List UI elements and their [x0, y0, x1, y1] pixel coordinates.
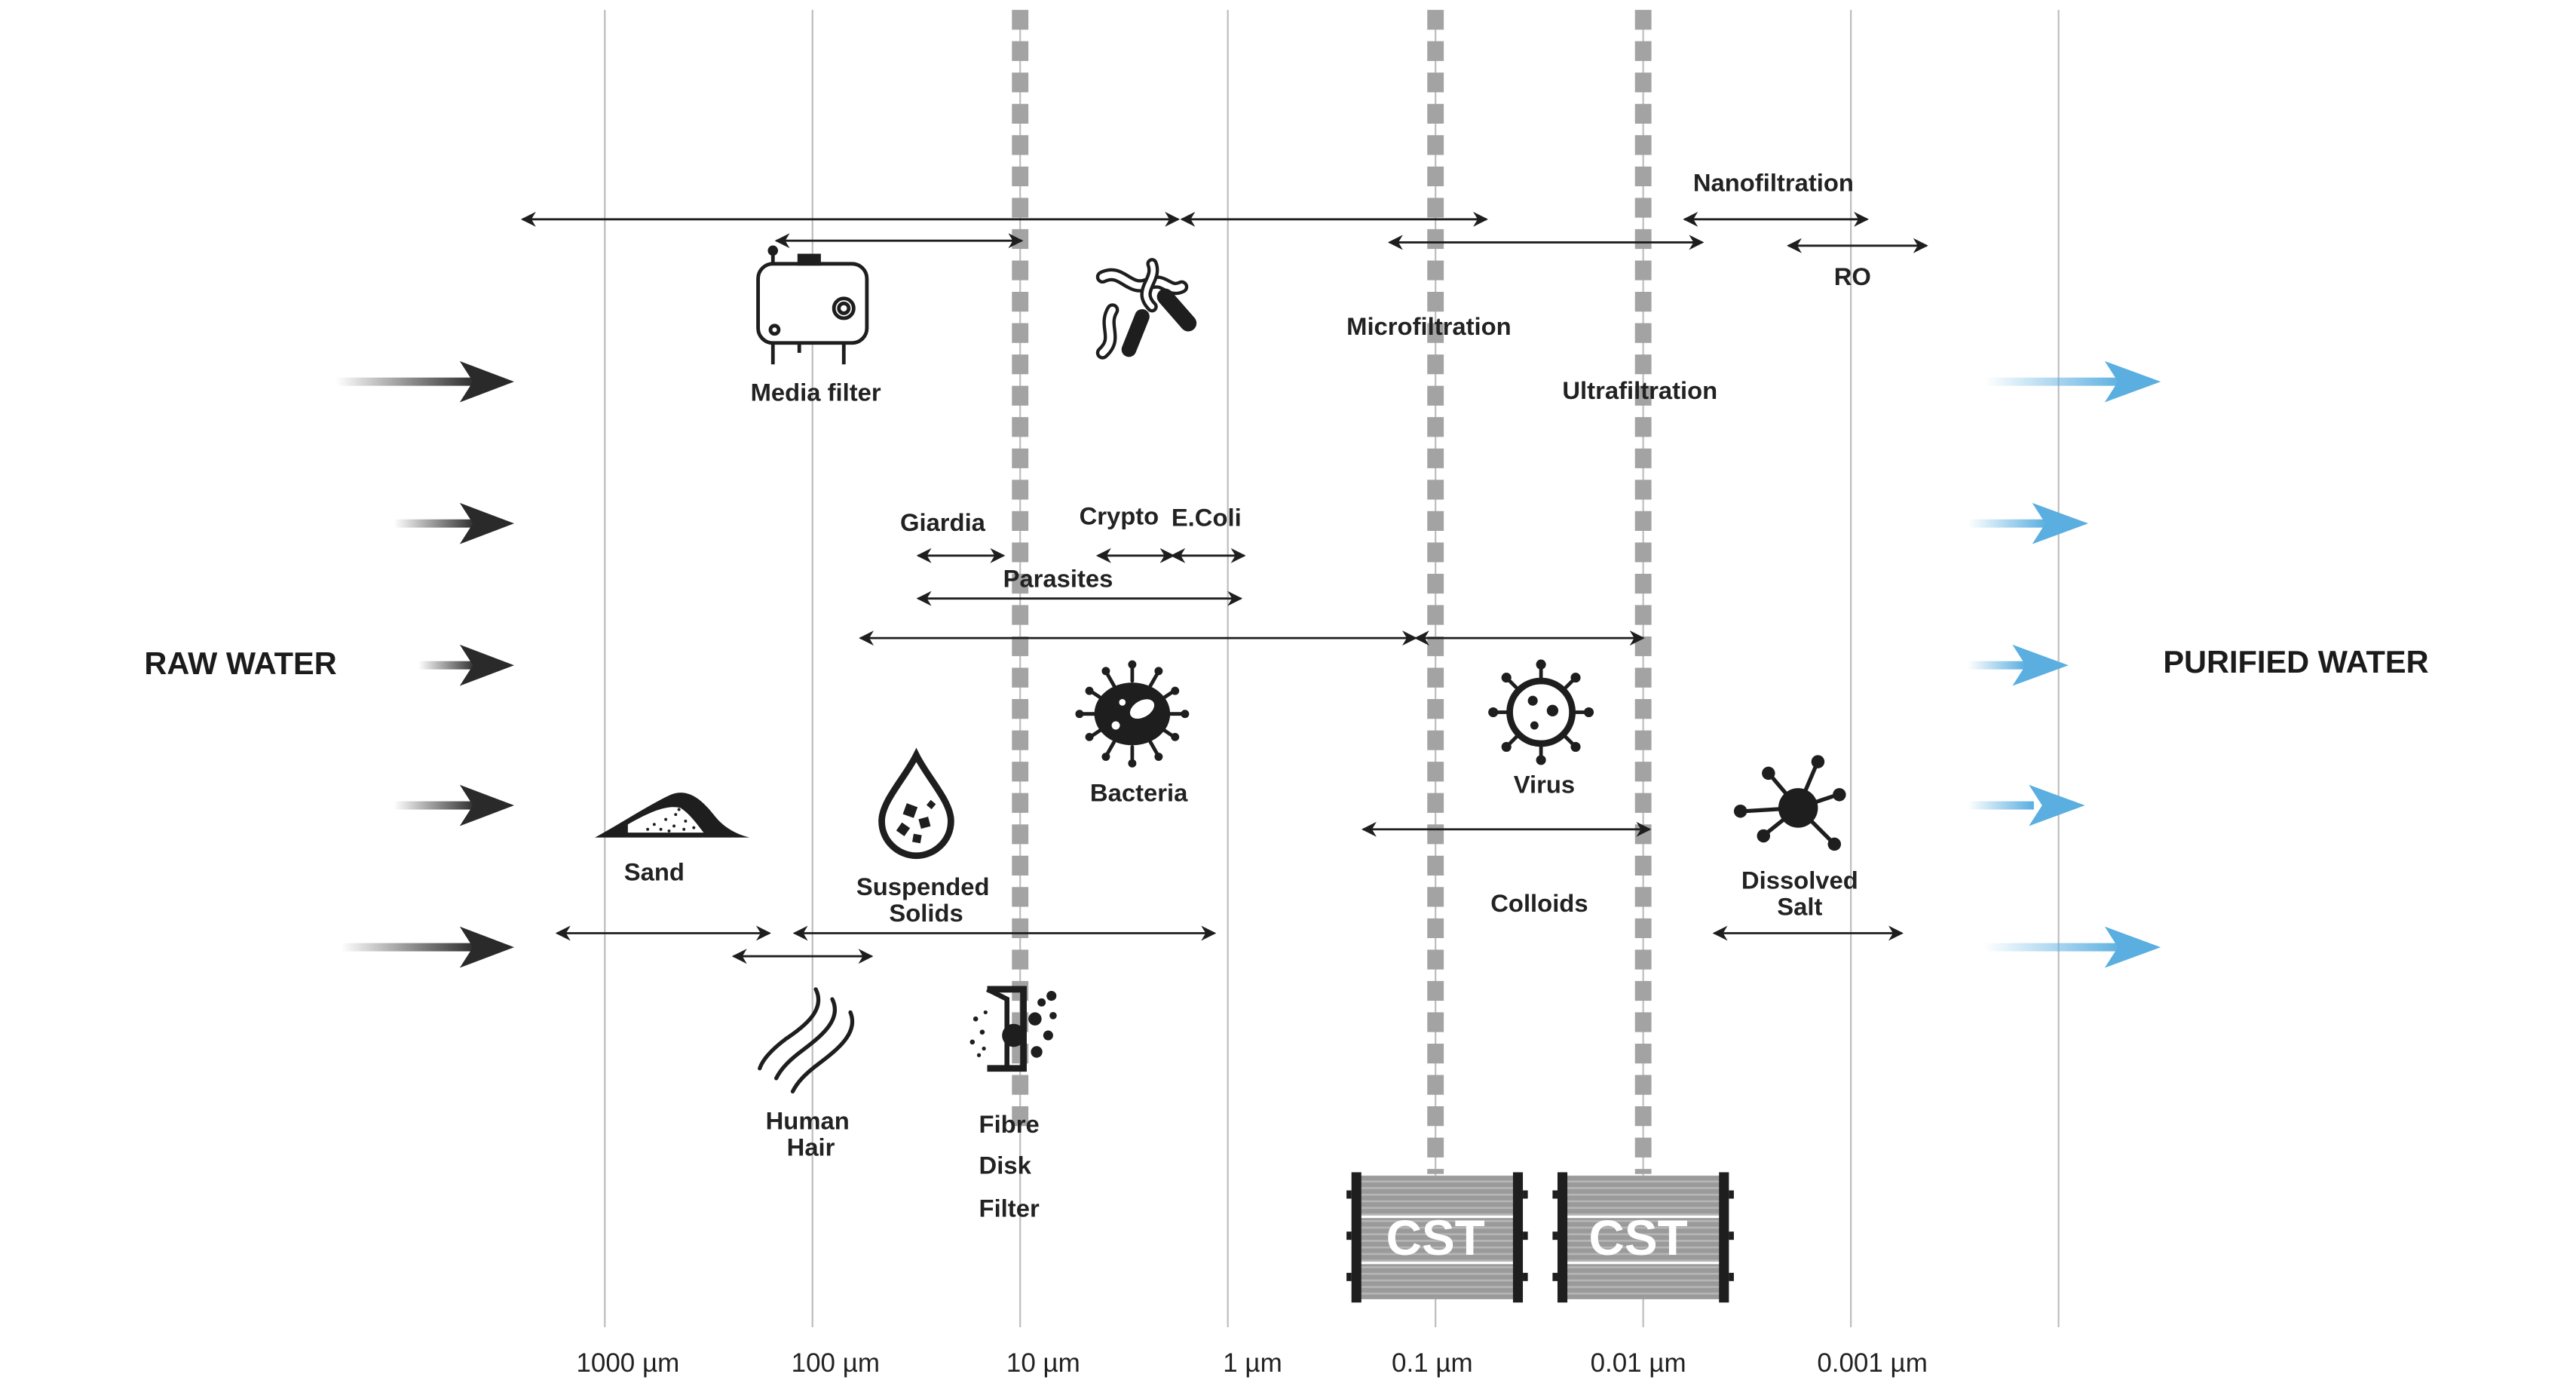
raw-water-label: RAW WATER — [144, 646, 336, 681]
ecoli-label: E.Coli — [1172, 503, 1242, 531]
raw-arrow-1 — [335, 360, 514, 403]
dissolved-salt-label-2: Salt — [1777, 892, 1822, 920]
hair-strands-icon — [758, 987, 855, 1094]
cst-label-right: CST — [1589, 1210, 1688, 1265]
purified-water-arrows — [1968, 360, 2161, 968]
virus-icon — [1488, 659, 1594, 765]
axis-tick-0.1um: 0.1 µm — [1392, 1348, 1473, 1378]
colloids-label: Colloids — [1490, 889, 1588, 917]
pure-arrow-5 — [1984, 926, 2161, 968]
axis-labels: 1000 µm 100 µm 10 µm 1 µm 0.1 µm 0.01 µm… — [576, 1348, 1927, 1378]
dissolved-salt-label-1: Dissolved — [1741, 866, 1858, 894]
fibre-disk-filter-label-3: Filter — [979, 1194, 1040, 1222]
disk-filter-icon — [969, 986, 1057, 1072]
ultrafiltration-label: Ultrafiltration — [1562, 376, 1717, 404]
axis-tick-10um: 10 µm — [1006, 1348, 1080, 1378]
axis-tick-100um: 100 µm — [792, 1348, 880, 1378]
axis-tick-1000um: 1000 µm — [576, 1348, 679, 1378]
sand-label: Sand — [624, 858, 685, 886]
sand-pile-icon — [595, 793, 750, 838]
human-hair-label-1: Human — [766, 1107, 850, 1135]
raw-arrow-3 — [418, 644, 514, 686]
virus-label: Virus — [1514, 771, 1575, 799]
cst-module-right: CST — [1552, 1172, 1734, 1303]
barrier-lines — [1012, 10, 1652, 1174]
raw-arrow-4 — [394, 784, 514, 826]
raw-water-arrows — [335, 360, 514, 968]
worm-parasite-icon — [1095, 258, 1197, 360]
axis-tick-0.001um: 0.001 µm — [1817, 1348, 1928, 1378]
cst-label-left: CST — [1386, 1210, 1485, 1265]
molecule-icon — [1733, 755, 1846, 851]
giardia-label: Giardia — [900, 508, 986, 536]
ro-label: RO — [1834, 262, 1871, 290]
raw-arrow-2 — [394, 502, 514, 544]
suspended-solids-label-1: Suspended — [856, 872, 990, 900]
raw-arrow-5 — [341, 926, 514, 968]
bacteria-icon — [1075, 660, 1190, 768]
bacteria-label: Bacteria — [1090, 779, 1188, 807]
pure-arrow-2 — [1968, 502, 2088, 544]
range-arrows — [520, 211, 1928, 964]
pure-arrow-1 — [1984, 360, 2161, 403]
axis-tick-0.01um: 0.01 µm — [1591, 1348, 1686, 1378]
membrane-module-icon: CST CST — [1346, 1172, 1734, 1303]
pure-arrow-3 — [1968, 644, 2069, 686]
fibre-disk-filter-label-1: Fibre — [979, 1110, 1040, 1138]
microfiltration-label: Microfiltration — [1346, 312, 1512, 340]
human-hair-label-2: Hair — [787, 1133, 835, 1161]
suspended-solids-label-2: Solids — [889, 899, 963, 927]
axis-tick-1um: 1 µm — [1223, 1348, 1282, 1378]
tank-icon — [756, 245, 869, 365]
purified-water-label: PURIFIED WATER — [2163, 644, 2428, 679]
fibre-disk-filter-label-2: Disk — [979, 1152, 1032, 1179]
parasites-label: Parasites — [1003, 564, 1113, 592]
drop-with-solids-icon — [878, 747, 954, 860]
media-filter-label: Media filter — [751, 378, 881, 406]
crypto-label: Crypto — [1080, 501, 1159, 529]
cst-module-left: CST — [1346, 1172, 1528, 1303]
pure-arrow-4 — [1968, 784, 2085, 826]
nanofiltration-label: Nanofiltration — [1693, 169, 1854, 197]
